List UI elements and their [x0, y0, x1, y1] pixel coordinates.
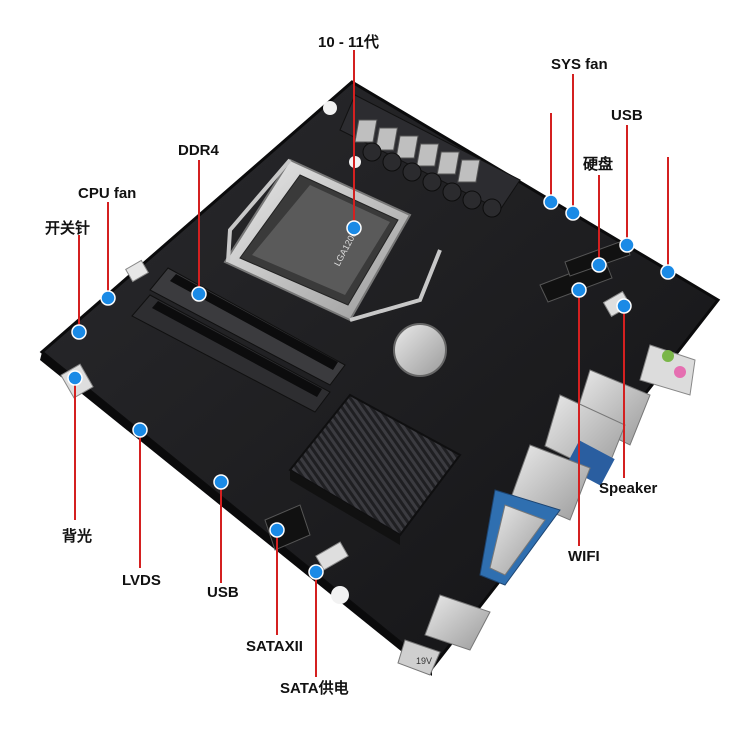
label-power-switch: 开关针	[45, 220, 91, 237]
vrm-heatsink	[339, 94, 521, 218]
label-usb-bottom: USB	[207, 584, 239, 601]
rear-io-panel: 19V	[397, 344, 696, 676]
label-wifi: WIFI	[568, 548, 600, 565]
label-sys-fan: SYS fan	[551, 56, 608, 73]
label-usb-top: USB	[611, 107, 643, 124]
label-ddr4: DDR4	[178, 142, 219, 159]
label-sataxii: SATAXII	[246, 638, 303, 655]
marker-dots	[67, 194, 676, 580]
label-sata-power: SATA供电	[280, 680, 349, 697]
label-cpu-fan: CPU fan	[78, 185, 137, 202]
cpu-socket: LGA1200	[223, 158, 442, 322]
dc-in-marking: 19V	[416, 656, 432, 666]
label-lvds: LVDS	[122, 572, 161, 589]
label-hdd: 硬盘	[583, 156, 614, 173]
chipset-heatsink	[288, 393, 462, 545]
label-speaker: Speaker	[599, 480, 658, 497]
label-backlight: 背光	[62, 528, 93, 545]
leader-lines	[74, 50, 669, 677]
cmos-battery	[393, 323, 447, 377]
label-cpu-generation: 10 - 11代	[318, 34, 379, 51]
